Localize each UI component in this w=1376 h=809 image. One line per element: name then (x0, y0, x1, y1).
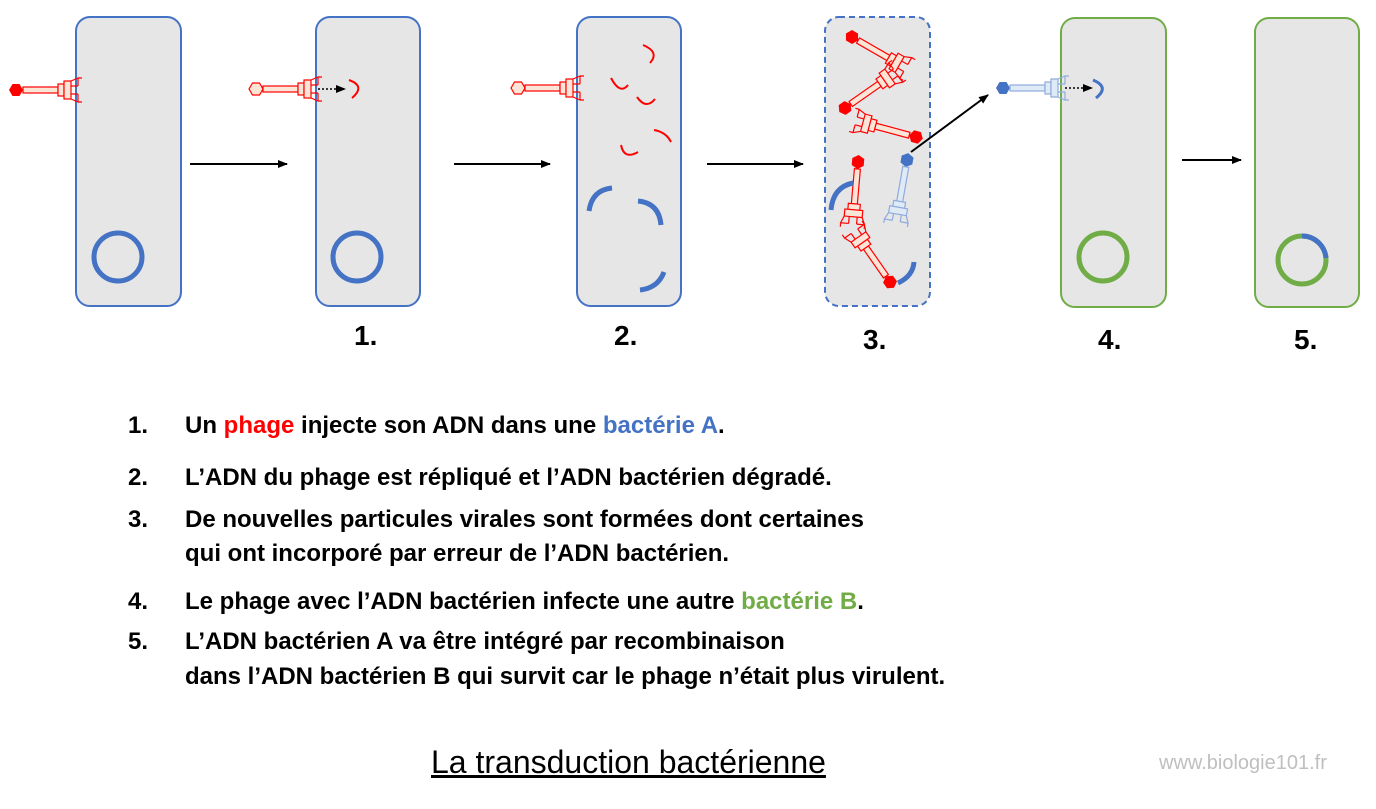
stage-label: 1. (354, 320, 378, 351)
incorporated-bacterial-dna (828, 180, 854, 211)
empty-phage-icon (248, 76, 323, 102)
stage-3-new-phages (824, 16, 931, 307)
stage-4-bacterium-b (995, 17, 1167, 308)
stage-5-recombination (1254, 17, 1360, 308)
transduction-diagram (8, 16, 1360, 308)
empty-phage-icon (510, 75, 585, 101)
release-arrow (910, 94, 989, 153)
stage-0-bacterium-a (8, 16, 182, 307)
website-link[interactable]: www.biologie101.fr (1159, 752, 1327, 774)
stage-label: 4. (1098, 324, 1122, 355)
bacterium-a-term: bactérie A (602, 412, 719, 439)
phage-dna-fragment (348, 79, 360, 99)
bacterial-dna-circle (330, 230, 384, 284)
stage-1-injection (248, 16, 421, 307)
stage-label: 3. (863, 324, 887, 355)
phage-icon (8, 77, 83, 103)
bacterial-dna-circle (91, 230, 145, 284)
incorporated-bacterial-dna (896, 261, 917, 286)
degraded-bacterial-dna (586, 185, 667, 293)
stage-label: 2. (614, 320, 638, 351)
phage-term: phage (223, 412, 295, 439)
bacterium-b-term: bactérie B (741, 588, 858, 615)
bacterial-dna-circle (1076, 230, 1130, 284)
transducing-phage-icon (995, 75, 1070, 101)
page-title: La transduction bactérienne (431, 744, 826, 780)
stage-label: 5. (1294, 324, 1318, 355)
recombined-dna-segment (1301, 233, 1329, 259)
stage-2-replication (510, 16, 682, 307)
bacterial-a-dna-fragment (1092, 78, 1104, 100)
replicated-phage-dna (610, 44, 672, 156)
